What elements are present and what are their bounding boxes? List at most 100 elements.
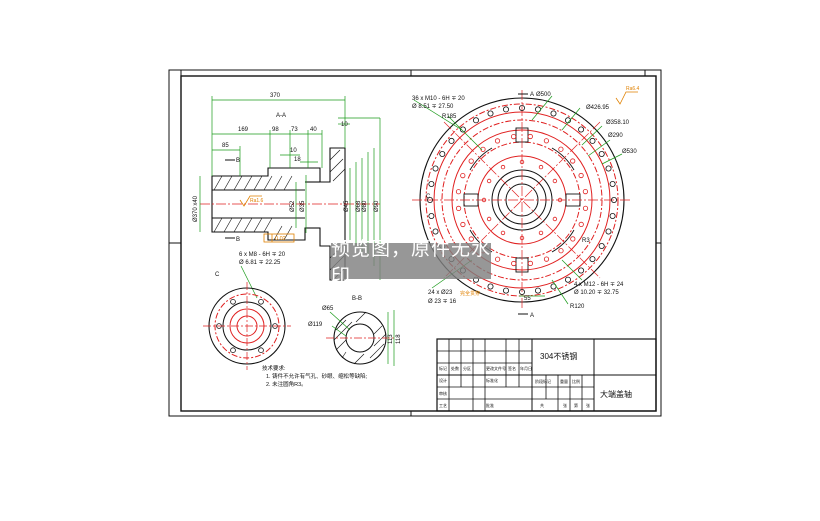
fv-holes2-note-2: Ø 10.20 ∓ 32.75 [574, 290, 619, 296]
bolt-hole [502, 106, 509, 113]
bolt-hole [473, 117, 480, 124]
dim-vert-2: Ø35 [300, 200, 306, 212]
tech-notes-line1: 1. 铸件不允许有气孔、砂眼、缩松等缺陷; [266, 372, 368, 380]
hub-hole [486, 216, 492, 222]
inner-hole [455, 189, 462, 195]
dim-73: 73 [291, 127, 298, 133]
tb-r2a: 设计 [439, 377, 447, 383]
bolt-hole [598, 243, 605, 250]
bb-d65: Ø65 [322, 306, 334, 312]
inner-hole [511, 260, 517, 267]
hatch-upper [213, 149, 346, 191]
view-c-hole [258, 347, 264, 354]
bolt-hole [534, 287, 541, 294]
hub-hole [538, 164, 544, 170]
tb-c6: 年月日 [520, 365, 532, 371]
tb-r3a: 审核 [439, 390, 447, 396]
tb-r3c: 批准 [486, 402, 494, 408]
dim-bore: Ø370 x40 [193, 195, 199, 222]
tb-r2d: 重量 [560, 378, 568, 384]
section-bb: B-B Ø65 Ø119 113 118 [308, 296, 402, 366]
roughness-symbol [239, 195, 262, 207]
fv-slot-note-1: 24 x Ø23 [428, 290, 453, 296]
hub-hole [552, 178, 558, 184]
inner-hole [527, 260, 533, 267]
bb-w1: 113 [388, 334, 394, 344]
section-aa-view: A-A [193, 93, 381, 281]
tb-r4b: 张 [563, 402, 567, 408]
fv-r185: R185 [442, 114, 457, 120]
fv-d290: Ø290 [608, 133, 623, 139]
hub-hole [552, 216, 558, 222]
bolt-hole [589, 256, 596, 263]
dim-10-mid: 10 [290, 148, 297, 154]
bolt-hole [502, 287, 509, 294]
view-c-hole [230, 347, 236, 354]
tb-r4d: 张 [586, 402, 590, 408]
bolt-hole [534, 106, 541, 113]
cut-marker-b-bottom: B [236, 237, 240, 243]
tb-c3: 分区 [463, 365, 471, 371]
dim-10-top: 10 [341, 122, 348, 128]
tb-r3b: 工艺 [439, 403, 447, 408]
inner-hole [558, 248, 564, 254]
bb-d119: Ø119 [308, 322, 323, 328]
bolt-hole [428, 180, 435, 187]
dim-vert-6: Ø90 [374, 200, 380, 212]
bolt-hole [487, 110, 494, 117]
bolt-hole [432, 228, 439, 235]
bolt-hole [578, 126, 585, 133]
dim-vert-1: Ø52 [290, 200, 296, 212]
inner-hole [456, 205, 462, 211]
tb-r4a: 共 [540, 402, 544, 408]
inner-hole [578, 221, 584, 227]
tb-c4: 更改文件号 [486, 365, 506, 371]
fv-holes2-note-1: 4 x M12 - 6H ∓ 24 [574, 282, 624, 288]
view-c-hole [230, 298, 236, 305]
inner-hole [582, 189, 589, 195]
bolt-hole [487, 283, 494, 290]
bolt-hole [427, 197, 434, 203]
hub-hole [519, 235, 525, 241]
view-c-note-1: 6 x M8 - 6H ∓ 20 [239, 252, 286, 258]
bolt-hole [439, 151, 446, 158]
tb-r2b: 标准化 [486, 377, 498, 383]
hub-hole [538, 230, 544, 236]
fv-r120: R120 [570, 304, 585, 310]
view-c-label: C [215, 272, 220, 278]
inner-hole [460, 172, 466, 179]
inner-hole [468, 158, 474, 164]
fv-d358: Ø358.10 [606, 120, 630, 126]
bolt-hole [589, 137, 596, 144]
inner-hole [578, 172, 584, 179]
dim-total-length: 370 [270, 93, 281, 99]
fv-holes-note-1: 36 x M10 - 6H ∓ 20 [412, 96, 465, 102]
inner-hole [460, 221, 466, 228]
inner-hole [511, 134, 517, 140]
bolt-hole [519, 105, 525, 112]
fv-mark-a-top: A [530, 92, 534, 98]
hub-hole [557, 197, 563, 203]
inner-hole [468, 236, 474, 242]
fv-rough-top: Ra6.4 [626, 86, 640, 92]
fv-d55: 55 [524, 296, 531, 302]
bolt-hole [578, 267, 585, 274]
roughness-label: Ra1.6 [250, 198, 264, 204]
bolt-hole [519, 289, 525, 296]
dim-vert-3: Ø45 [344, 200, 350, 212]
dim-40: 40 [310, 127, 317, 133]
fv-d530: Ø530 [622, 149, 637, 155]
bolt-hole [605, 165, 612, 172]
view-c-note-2: Ø 6.81 ∓ 22.25 [239, 260, 281, 266]
dim-vert-5: Ø80 [362, 200, 368, 212]
fv-holes-note-2: Ø 8.51 ∓ 27.50 [412, 104, 454, 110]
fv-r3: R3 [582, 238, 590, 244]
dim-98: 98 [272, 127, 279, 133]
fv-slot-note-2: Ø 23 ∓ 16 [428, 299, 457, 305]
cut-marker-b [225, 159, 235, 239]
tb-r4c: 第 [574, 402, 578, 408]
fv-mark-c: C [426, 194, 431, 200]
inner-hole [570, 158, 576, 164]
tech-notes-title: 技术要求: [262, 364, 286, 372]
bb-w2: 118 [396, 334, 402, 344]
